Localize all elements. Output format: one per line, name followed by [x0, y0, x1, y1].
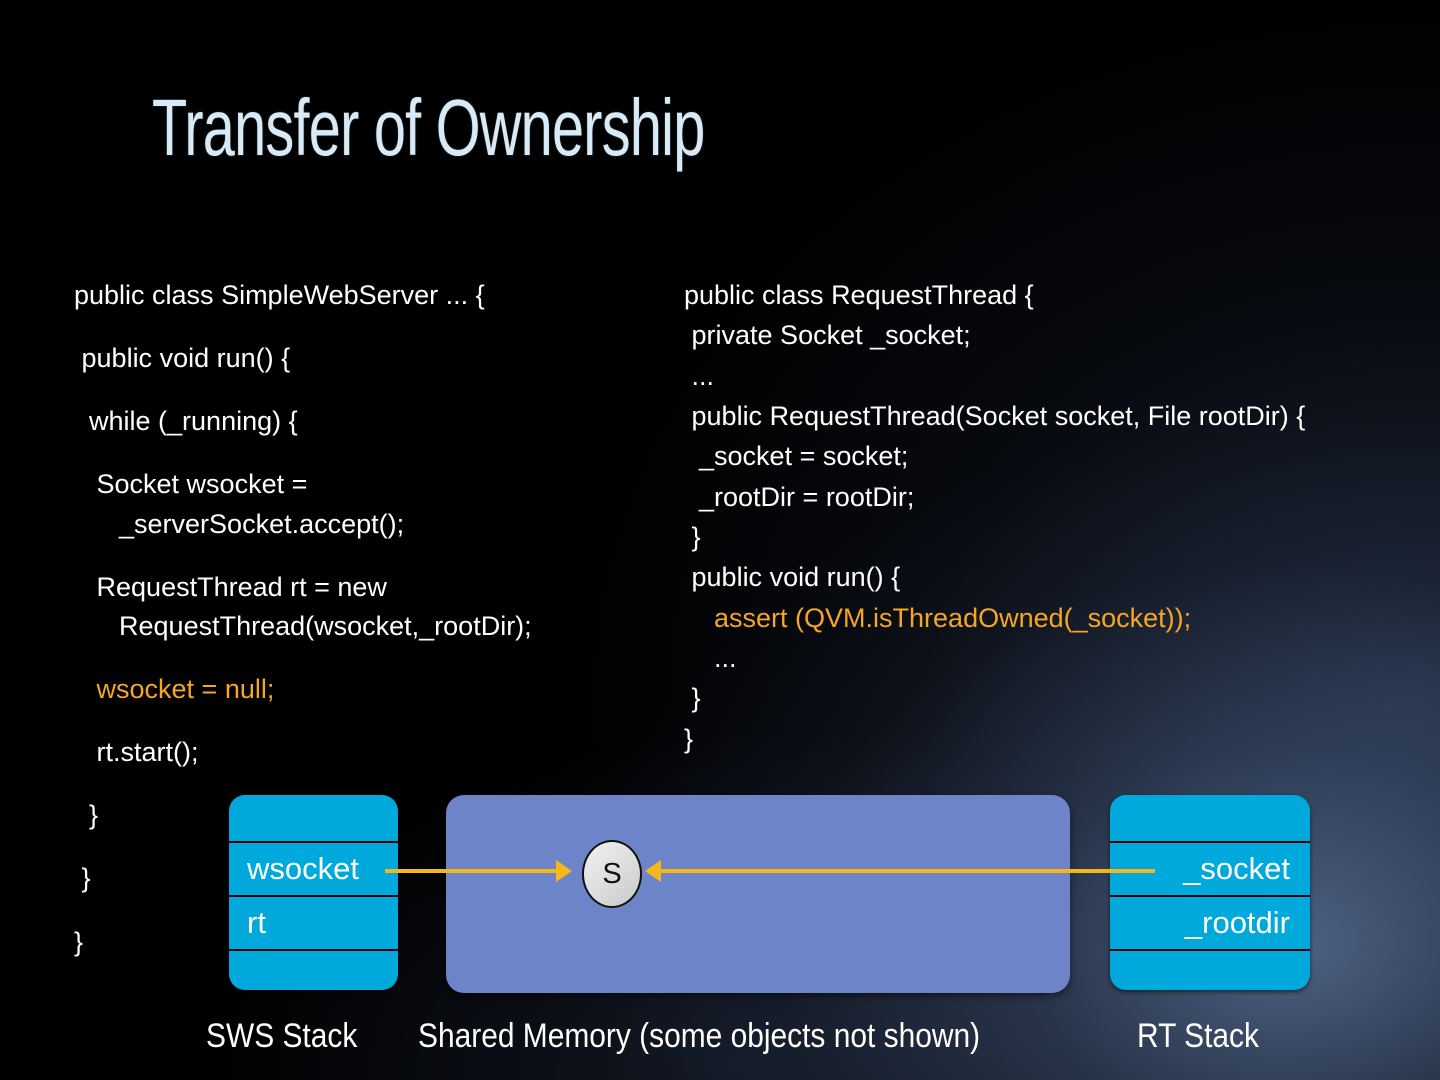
caption-shared-memory: Shared Memory (some objects not shown) [418, 1017, 981, 1055]
rt-stack-box: _socket _rootdir [1110, 795, 1310, 990]
code-block-requestthread: public class RequestThread { private Soc… [684, 276, 1324, 760]
caption-sws-stack: SWS Stack [206, 1017, 358, 1055]
arrow-wsocket-to-socket-head-icon [556, 860, 572, 882]
code-line: Socket wsocket = _serverSocket.accept(); [96, 469, 405, 539]
code-line: public RequestThread(Socket socket, File… [684, 400, 1306, 431]
arrow-rtsocket-to-socket-line [655, 869, 1155, 873]
code-line: public class SimpleWebServer ... { [74, 280, 485, 310]
arrow-wsocket-to-socket-line [385, 869, 560, 873]
code-line: } [74, 800, 99, 831]
code-line: } [684, 723, 694, 754]
code-line: rt.start(); [74, 737, 199, 768]
stack-slot-rt: rt [229, 895, 398, 951]
code-line: private Socket _socket; [684, 320, 971, 351]
code-line: } [74, 926, 84, 957]
stack-slot-rootdir: _rootdir [1110, 895, 1310, 951]
shared-memory-box [446, 795, 1070, 993]
code-line-highlighted: wsocket = null; [74, 673, 275, 704]
arrow-rtsocket-to-socket-head-icon [645, 860, 661, 882]
code-line-highlighted: assert (QVM.isThreadOwned(_socket)); [684, 602, 1192, 633]
stack-slot-empty-bottom [229, 949, 398, 990]
code-line: public void run() { [74, 343, 291, 374]
code-line: _rootDir = rootDir; [684, 481, 915, 512]
stack-slot-empty-top [229, 795, 398, 843]
page-title: Transfer of Ownership [152, 83, 705, 172]
code-line: public class RequestThread { [684, 280, 1034, 310]
code-line: RequestThread rt = new RequestThread(wso… [96, 571, 532, 641]
code-line: public void run() { [684, 562, 901, 593]
socket-object-node: S [582, 840, 642, 908]
code-line: ... [684, 360, 715, 391]
sws-stack-box: wsocket rt [229, 795, 398, 990]
stack-slot-empty-bottom [1110, 949, 1310, 990]
code-line: } [684, 521, 701, 552]
code-block-simplewebserver: public class SimpleWebServer ... { publi… [74, 276, 664, 986]
code-line: } [684, 683, 701, 714]
stack-slot-wsocket: wsocket [229, 841, 398, 897]
stack-slot-empty-top [1110, 795, 1310, 843]
code-line: _socket = socket; [684, 441, 909, 472]
code-line: } [74, 863, 91, 894]
code-line: ... [684, 642, 737, 673]
caption-rt-stack: RT Stack [1137, 1017, 1259, 1055]
code-line: while (_running) { [74, 406, 298, 437]
